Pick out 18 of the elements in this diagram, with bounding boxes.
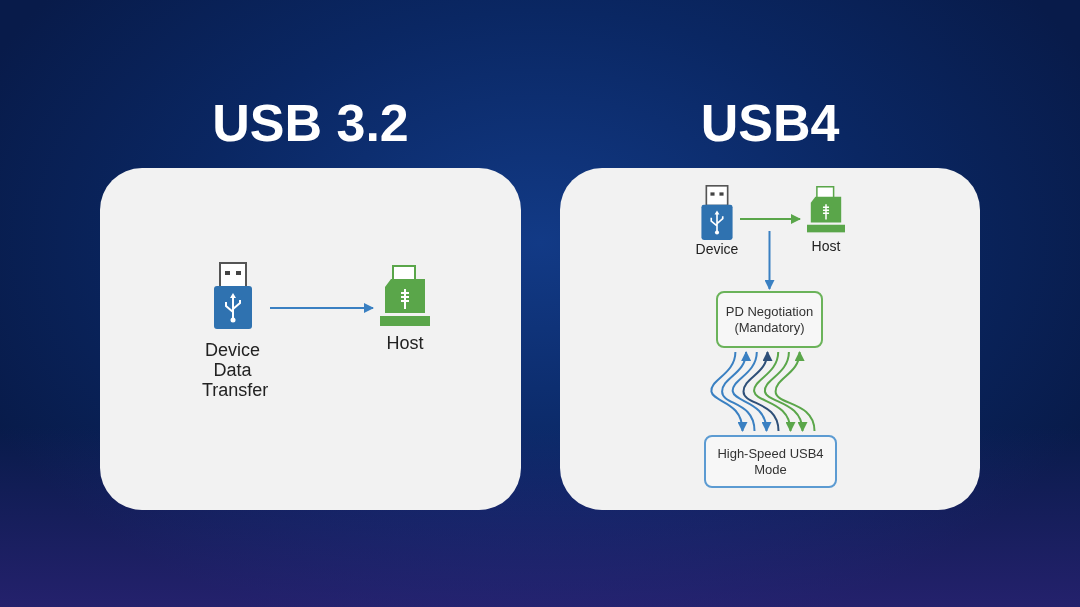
arrow — [774, 351, 816, 432]
arrow — [763, 351, 807, 432]
icon-label: Host — [385, 333, 425, 353]
panel-title: USB4 — [699, 93, 841, 154]
arrow — [731, 351, 771, 432]
icon-label: Host — [810, 238, 842, 254]
process-box: High-Speed USB4 Mode — [704, 435, 837, 488]
panel-title: USB 3.2 — [211, 93, 410, 154]
arrow — [742, 351, 780, 432]
arrow — [739, 214, 801, 224]
process-box: PD Negotiation (Mandatory) — [716, 291, 823, 348]
arrow — [721, 351, 756, 432]
icon-label: Device — [694, 241, 740, 257]
arrow — [710, 351, 747, 432]
icon-label: Device Data Transfer — [201, 340, 270, 400]
arrow — [753, 351, 795, 432]
arrow — [269, 303, 374, 313]
arrow — [764, 230, 775, 290]
